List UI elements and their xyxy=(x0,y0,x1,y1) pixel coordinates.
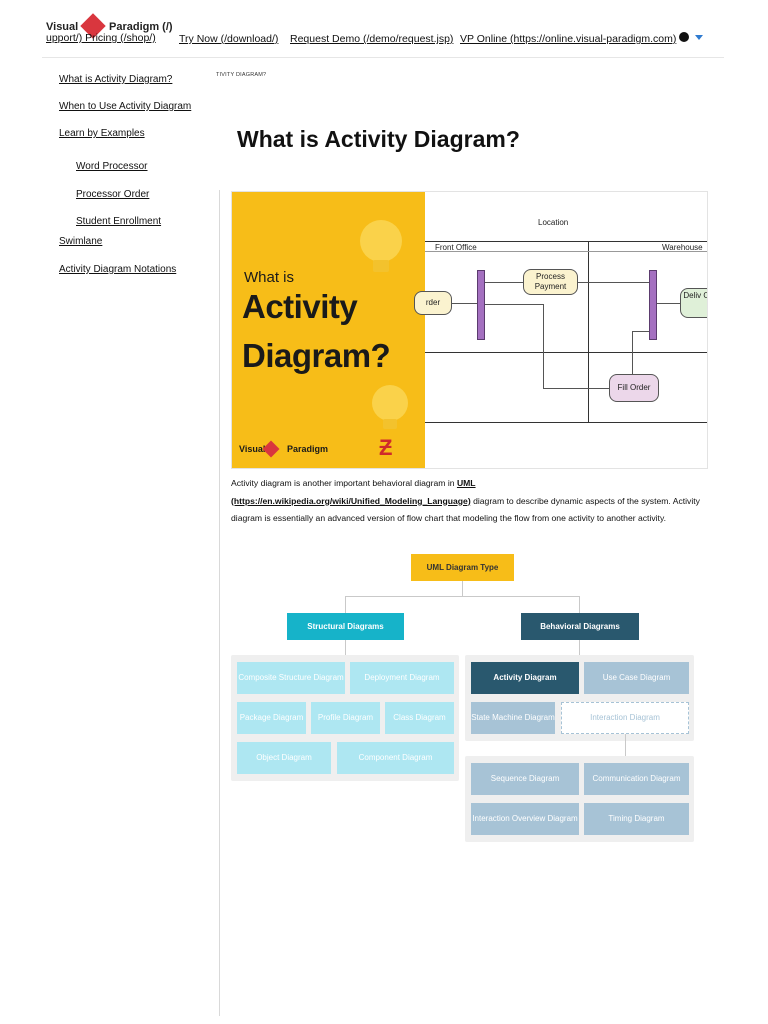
flow-arrow xyxy=(657,303,680,304)
request-demo-link[interactable]: Request Demo (/demo/request.jsp) xyxy=(290,33,454,45)
timing-box: Timing Diagram xyxy=(584,803,689,835)
tree-connector xyxy=(579,640,580,655)
sidebar-item-word-processor[interactable]: Word Processor xyxy=(76,161,148,172)
flow-arrow xyxy=(543,388,609,389)
swimlane-line xyxy=(425,352,707,353)
user-menu-dot-icon[interactable] xyxy=(679,32,689,42)
uml-wikipedia-link[interactable]: UML (https://en.wikipedia.org/wiki/Unifi… xyxy=(231,478,476,506)
tree-connector xyxy=(462,581,463,596)
intro-paragraph: Activity diagram is another important be… xyxy=(231,475,701,528)
tree-connector xyxy=(345,640,346,655)
breadcrumb: TIVITY DIAGRAM? xyxy=(216,72,267,78)
nav-divider xyxy=(42,57,724,58)
lightbulb-base xyxy=(373,260,389,272)
tree-connector xyxy=(345,596,580,597)
lightbulb-icon xyxy=(372,385,408,421)
sequence-box: Sequence Diagram xyxy=(471,763,579,795)
profile-box: Profile Diagram xyxy=(311,702,380,734)
structural-diagrams-box: Structural Diagrams xyxy=(287,613,404,640)
hero-brand-visual: Visual xyxy=(239,444,266,454)
flow-arrow xyxy=(632,331,633,374)
visual-paradigm-logo[interactable]: Visual Paradigm (/) upport/) Pricing (/s… xyxy=(46,13,176,45)
hero-brand-paradigm: Paradigm xyxy=(287,444,329,454)
interaction-box: Interaction Diagram xyxy=(561,702,689,734)
intro-text-2: diagram to describe dynamic aspects of t… xyxy=(231,495,700,524)
swimlane-line xyxy=(425,241,707,242)
flow-arrow xyxy=(485,282,523,283)
sidebar-item-processor-order[interactable]: Processor Order xyxy=(76,189,150,200)
lightbulb-icon xyxy=(360,220,402,262)
flow-arrow xyxy=(578,282,649,283)
lane-front-office: Front Office xyxy=(435,243,477,252)
vp-online-link[interactable]: VP Online (https://online.visual-paradig… xyxy=(460,33,677,45)
diagram-location-label: Location xyxy=(538,218,569,227)
hero-word-diagram: Diagram? xyxy=(242,337,391,374)
hero-image: What is Activity Diagram? Visual Paradig… xyxy=(231,191,708,469)
top-navigation: Visual Paradigm (/) upport/) Pricing (/s… xyxy=(0,0,768,58)
swimlane-line xyxy=(425,422,707,423)
communication-box: Communication Diagram xyxy=(584,763,689,795)
activity-diagram-box: Activity Diagram xyxy=(471,662,579,694)
fork-bar xyxy=(477,270,485,340)
order-node: rder xyxy=(414,291,452,315)
page-title: What is Activity Diagram? xyxy=(237,126,520,152)
sidebar-item-swimlane[interactable]: Swimlane xyxy=(59,236,103,247)
sidebar-item-student-enrollment[interactable]: Student Enrollment xyxy=(76,216,162,227)
lane-warehouse: Warehouse xyxy=(662,243,703,252)
hero-yellow-panel: What is Activity Diagram? Visual Paradig… xyxy=(232,192,425,468)
sidebar-item-what-is[interactable]: What is Activity Diagram? xyxy=(59,74,173,85)
logo-word-paradigm: Paradigm (/) xyxy=(109,21,173,33)
hero-word-activity: Activity xyxy=(242,288,358,325)
sidebar-item-when-to-use[interactable]: When to Use Activity Diagram xyxy=(59,101,192,112)
tree-connector xyxy=(345,596,346,613)
sidebar-item-notations[interactable]: Activity Diagram Notations xyxy=(59,264,177,275)
sidebar-item-learn-by-examples[interactable]: Learn by Examples xyxy=(59,128,145,139)
logo-word-visual: Visual xyxy=(46,21,79,33)
composite-structure-box: Composite Structure Diagram xyxy=(237,662,345,694)
flow-arrow xyxy=(632,331,649,332)
swimlane-line xyxy=(425,251,707,252)
chevron-down-icon[interactable] xyxy=(695,35,703,40)
lightbulb-base xyxy=(383,419,397,429)
tree-connector xyxy=(579,596,580,613)
process-payment-node: Process Payment xyxy=(523,269,578,295)
content-divider xyxy=(219,190,220,1016)
deliver-order-node: Deliv Ord xyxy=(680,288,707,318)
uml-root-box: UML Diagram Type xyxy=(411,554,514,581)
flow-arrow xyxy=(485,304,543,305)
flow-arrow xyxy=(451,303,477,304)
component-box: Component Diagram xyxy=(337,742,454,774)
use-case-box: Use Case Diagram xyxy=(584,662,689,694)
interaction-overview-box: Interaction Overview Diagram xyxy=(471,803,579,835)
class-box: Class Diagram xyxy=(385,702,454,734)
object-box: Object Diagram xyxy=(237,742,331,774)
hero-what-is: What is xyxy=(244,269,295,286)
behavioral-diagrams-box: Behavioral Diagrams xyxy=(521,613,639,640)
state-machine-box: State Machine Diagram xyxy=(471,702,555,734)
tree-connector xyxy=(625,734,626,756)
swimlane-line xyxy=(588,241,589,423)
fill-order-node: Fill Order xyxy=(609,374,659,402)
flow-arrow xyxy=(543,304,544,388)
join-bar xyxy=(649,270,657,340)
intro-text-1: Activity diagram is another important be… xyxy=(231,478,457,488)
package-box: Package Diagram xyxy=(237,702,306,734)
deployment-box: Deployment Diagram xyxy=(350,662,454,694)
support-pricing-links[interactable]: upport/) Pricing (/shop/) xyxy=(46,32,156,44)
try-now-link[interactable]: Try Now (/download/) xyxy=(179,33,279,45)
award-mark-icon: Ƶ xyxy=(379,435,393,460)
